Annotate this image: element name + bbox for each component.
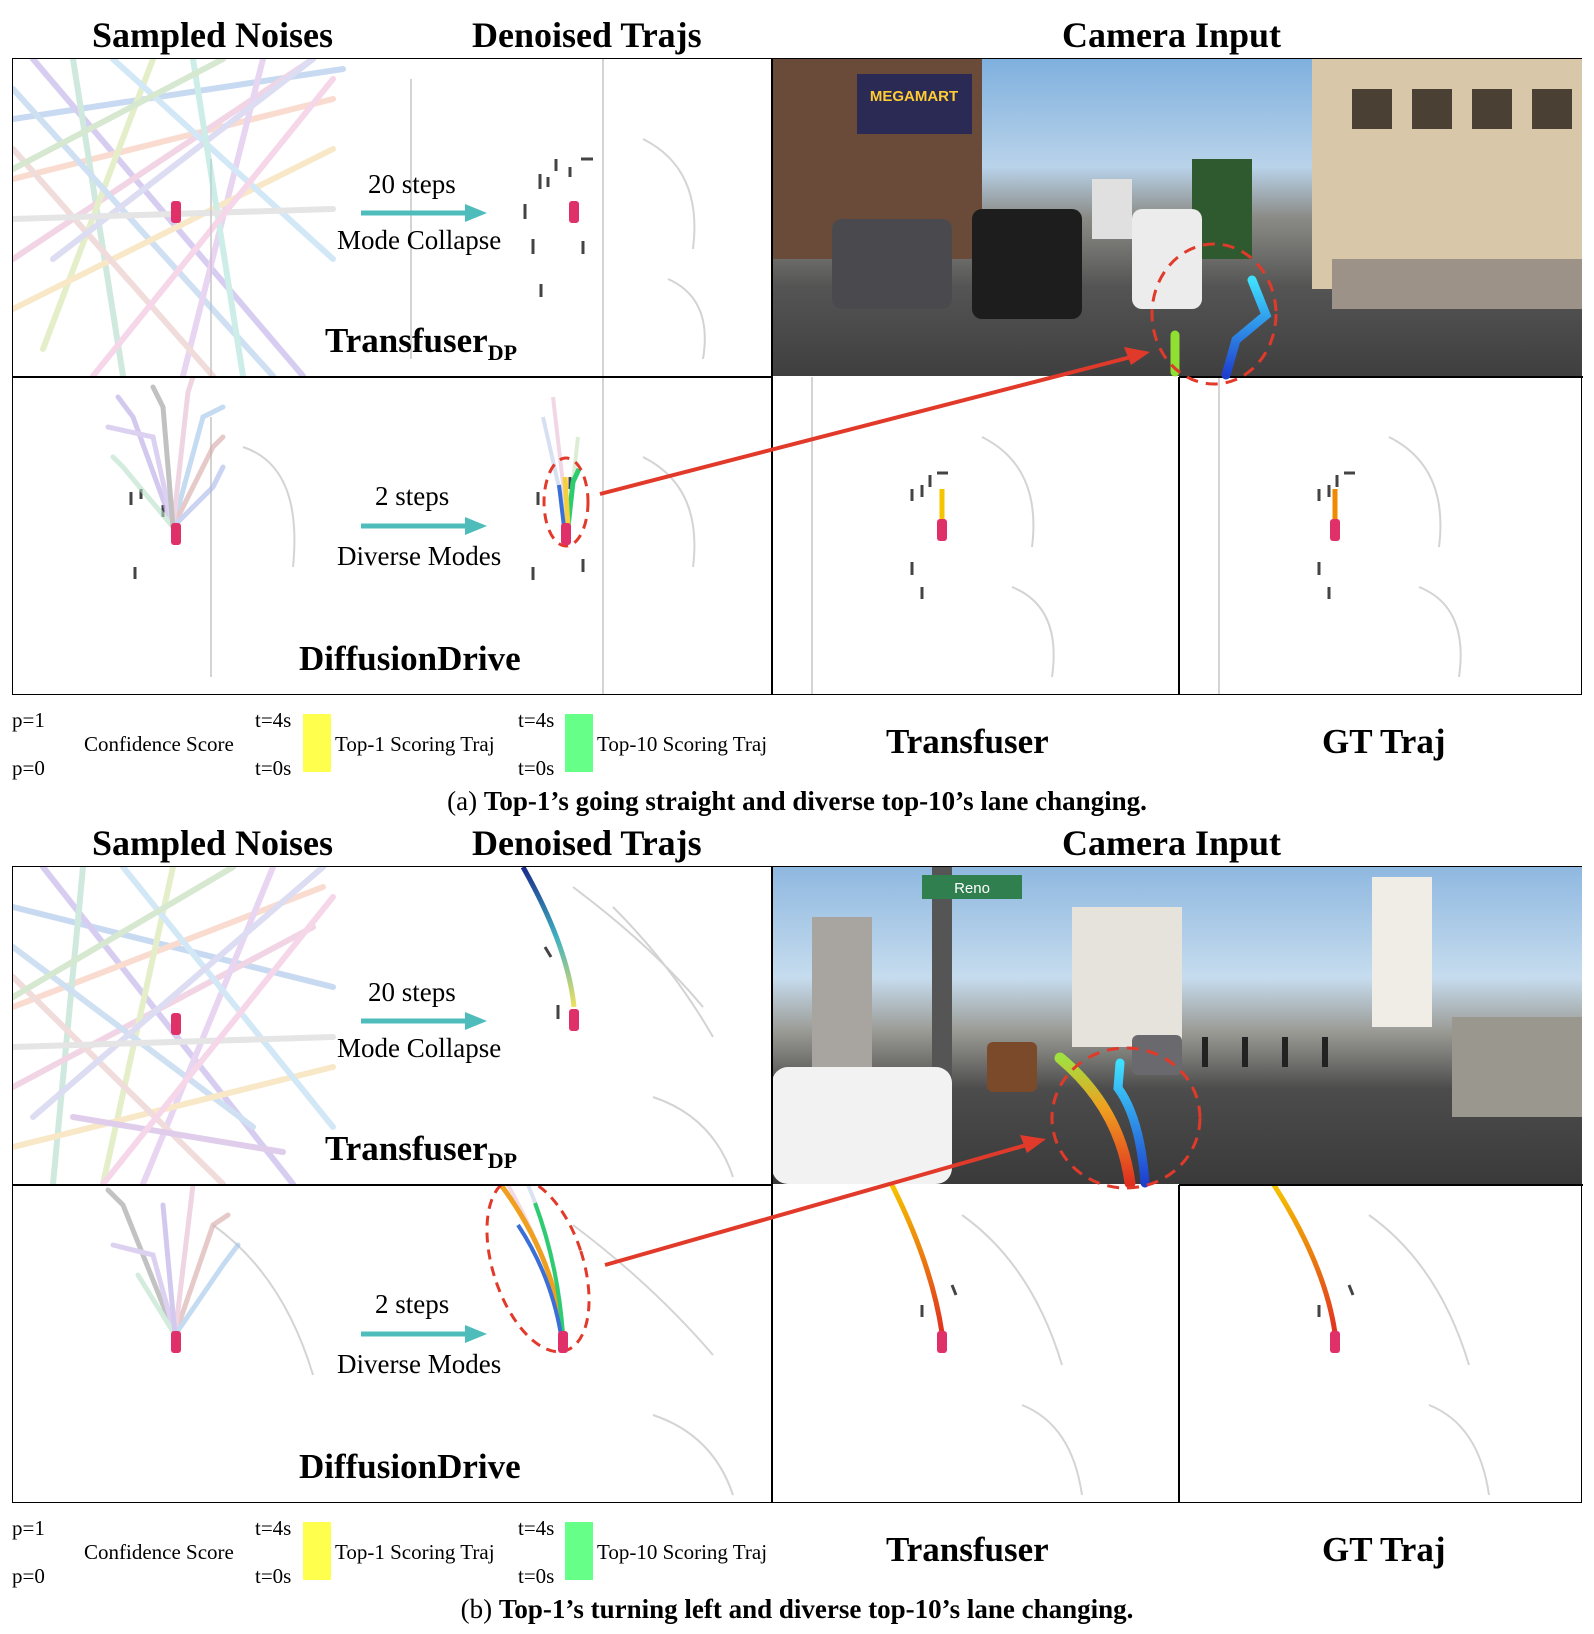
- header-camera-input: Camera Input: [1062, 15, 1282, 55]
- confidence-score-label: Confidence Score: [84, 1540, 234, 1564]
- effect-label: Mode Collapse: [337, 1033, 502, 1063]
- panel-grid: 20 steps Mode Collapse TransfuserDP Reno: [12, 866, 1583, 1503]
- top10-swatch: [565, 1522, 593, 1580]
- p-high-label: p=1: [12, 708, 45, 732]
- caption-a: (a) Top-1’s going straight and diverse t…: [0, 786, 1594, 817]
- method-label: DiffusionDrive: [299, 1447, 521, 1486]
- car-icon: [937, 519, 947, 541]
- effect-label: Mode Collapse: [337, 225, 502, 255]
- method-label: DiffusionDrive: [299, 639, 521, 678]
- caption-prefix: (b): [460, 1594, 499, 1624]
- caption-text: Top-1’s turning left and diverse top-10’…: [498, 1594, 1134, 1624]
- method-name: Transfuser: [325, 1129, 488, 1168]
- top1-label: Top-1 Scoring Traj: [335, 1540, 495, 1564]
- header-sampled-noises: Sampled Noises: [92, 15, 334, 55]
- street-sign-text: Reno: [954, 880, 990, 897]
- car-icon: [171, 1331, 181, 1353]
- header-camera-input: Camera Input: [1062, 823, 1282, 863]
- caption-b: (b) Top-1’s turning left and diverse top…: [0, 1594, 1594, 1625]
- car-icon: [171, 1013, 181, 1035]
- header-sampled-noises: Sampled Noises: [92, 823, 334, 863]
- car-icon: [569, 1009, 579, 1031]
- confidence-score-label: Confidence Score: [84, 732, 234, 756]
- top10-swatch: [565, 714, 593, 772]
- bev-panel-diffusiondrive: 2 steps Diverse Modes DiffusionDrive: [13, 377, 771, 694]
- car-icon: [569, 201, 579, 223]
- top1-label: Top-1 Scoring Traj: [335, 732, 495, 756]
- steps-label: 2 steps: [375, 481, 450, 511]
- effect-label: Diverse Modes: [337, 541, 502, 571]
- car-icon: [937, 1331, 947, 1353]
- top1-swatch: [303, 1522, 331, 1580]
- top1-swatch: [303, 714, 331, 772]
- header-denoised-trajs: Denoised Trajs: [472, 15, 702, 55]
- method-subscript: DP: [487, 340, 518, 365]
- legend-a: p=1 p=0 Confidence Score t=4s t=0s Top-1…: [0, 700, 1594, 780]
- car-icon: [171, 523, 181, 545]
- t-end-label: t=0s: [255, 1564, 292, 1588]
- steps-label: 20 steps: [368, 169, 456, 199]
- method-label: TransfuserDP: [325, 1129, 517, 1174]
- bev-panel-gt: [1179, 377, 1583, 694]
- bev-panel-transfuser-dp: 20 steps Mode Collapse TransfuserDP: [13, 867, 771, 1184]
- method-label: TransfuserDP: [325, 321, 517, 366]
- arrow-right-icon: [361, 517, 487, 535]
- effect-label: Diverse Modes: [337, 1349, 502, 1379]
- bev-panel-transfuser-dp: 20 steps Mode Collapse TransfuserDP: [13, 59, 771, 376]
- arrow-right-icon: [361, 1325, 487, 1343]
- steps-label: 2 steps: [375, 1289, 450, 1319]
- gt-traj-label: GT Traj: [1322, 722, 1446, 761]
- gt-traj-label: GT Traj: [1322, 1530, 1446, 1569]
- caption-text: Top-1’s going straight and diverse top-1…: [483, 786, 1147, 816]
- legend-b: p=1 p=0 Confidence Score t=4s t=0s Top-1…: [0, 1508, 1594, 1588]
- arrow-right-icon: [361, 1012, 487, 1030]
- camera-image: Reno: [772, 867, 1582, 1184]
- steps-label: 20 steps: [368, 977, 456, 1007]
- t-end-label: t=0s: [255, 756, 292, 780]
- car-icon: [1330, 519, 1340, 541]
- figure-b: Sampled Noises Denoised Trajs Camera Inp…: [0, 808, 1594, 1624]
- method-name: Transfuser: [325, 321, 488, 360]
- caption-prefix: (a): [447, 786, 484, 816]
- billboard-text: MEGAMART: [870, 88, 958, 105]
- t-start-label: t=4s: [518, 708, 555, 732]
- car-icon: [558, 1331, 568, 1353]
- figure-a: Sampled Noises Denoised Trajs Camera Inp…: [0, 0, 1594, 816]
- top10-label: Top-10 Scoring Traj: [597, 732, 768, 756]
- p-high-label: p=1: [12, 1516, 45, 1540]
- transfuser-label: Transfuser: [886, 722, 1049, 761]
- t-end-label: t=0s: [518, 756, 555, 780]
- header-denoised-trajs: Denoised Trajs: [472, 823, 702, 863]
- car-icon: [1330, 1331, 1340, 1353]
- p-low-label: p=0: [12, 1564, 45, 1588]
- bev-panel-gt: [1179, 1185, 1583, 1502]
- t-start-label: t=4s: [255, 1516, 292, 1540]
- top10-label: Top-10 Scoring Traj: [597, 1540, 768, 1564]
- transfuser-label: Transfuser: [886, 1530, 1049, 1569]
- camera-image: MEGAMART: [772, 59, 1582, 376]
- p-low-label: p=0: [12, 756, 45, 780]
- bev-panel-diffusiondrive: 2 steps Diverse Modes DiffusionDrive: [13, 1185, 771, 1502]
- car-icon: [561, 523, 571, 545]
- t-start-label: t=4s: [518, 1516, 555, 1540]
- arrow-right-icon: [361, 204, 487, 222]
- bev-panel-transfuser: [772, 1185, 1178, 1502]
- method-subscript: DP: [487, 1148, 518, 1173]
- t-start-label: t=4s: [255, 708, 292, 732]
- panel-grid: 20 steps Mode Collapse TransfuserDP MEGA…: [12, 58, 1583, 695]
- car-icon: [171, 201, 181, 223]
- t-end-label: t=0s: [518, 1564, 555, 1588]
- bev-panel-transfuser: [772, 377, 1178, 694]
